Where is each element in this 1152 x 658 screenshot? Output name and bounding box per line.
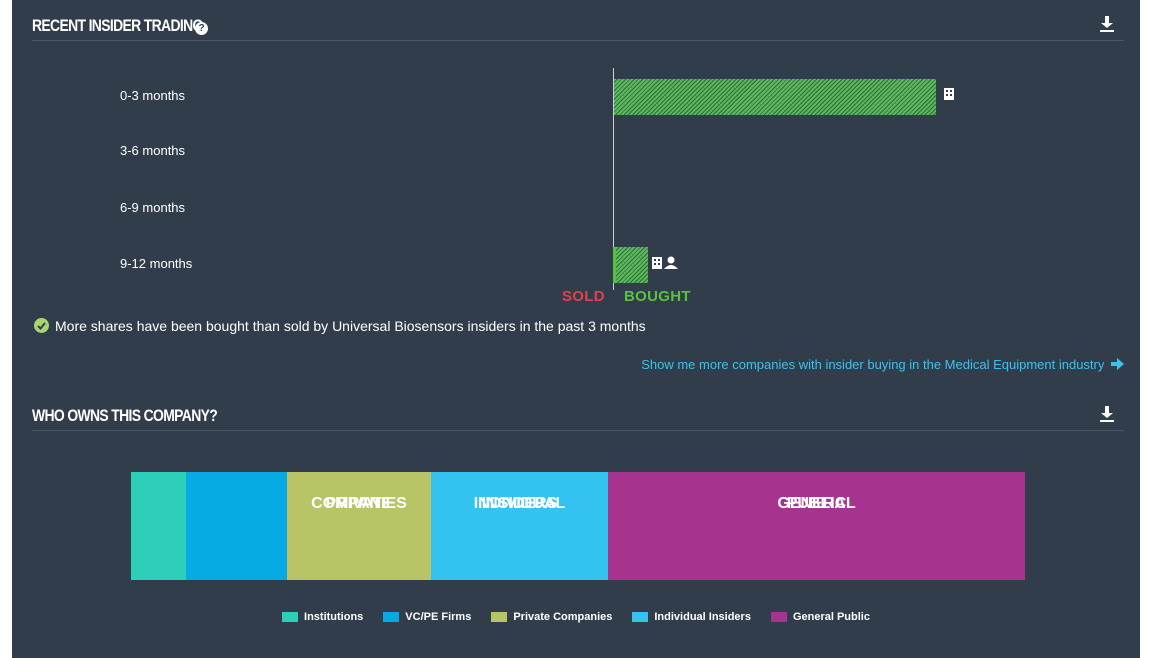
bought-label: BOUGHT: [624, 288, 691, 305]
insider-header: RECENT INSIDER TRADING ?: [32, 0, 1124, 41]
legend-item-private-companies[interactable]: Private Companies: [491, 611, 612, 623]
insider-summary: More shares have been bought than sold b…: [34, 318, 646, 334]
bought-bar-0-3[interactable]: [614, 79, 936, 115]
download-icon[interactable]: [1100, 16, 1114, 32]
legend-swatch: [491, 612, 508, 622]
insider-title: RECENT INSIDER TRADING: [32, 16, 203, 35]
legend-swatch: [632, 612, 649, 622]
segment-label: INSIDERS: [481, 495, 558, 512]
chart-axis: [613, 68, 614, 290]
link-text[interactable]: Show me more companies with insider buyi…: [641, 357, 1105, 372]
ownership-legend: Institutions VC/PE Firms Private Compani…: [12, 611, 1140, 623]
building-icon: [652, 257, 662, 269]
segment-label: COMPANIES: [311, 495, 407, 512]
legend-item-vc-pe[interactable]: VC/PE Firms: [383, 611, 471, 623]
row-label-3-6: 3-6 months: [120, 143, 186, 158]
segment-label: INDIVIDUAL: [473, 495, 566, 512]
insider-buying-link[interactable]: Show me more companies with insider buyi…: [641, 357, 1124, 372]
segment-label: PRIVATE: [325, 495, 393, 512]
legend-swatch: [770, 612, 787, 622]
legend-swatch: [383, 612, 400, 622]
bought-bar-9-12[interactable]: [616, 247, 648, 283]
help-icon[interactable]: ?: [195, 22, 208, 35]
panel: RECENT INSIDER TRADING ? 0-3 months 3-6 …: [12, 0, 1140, 658]
building-icon: [944, 88, 954, 100]
bar-edge-9-12: [613, 247, 616, 283]
download-icon[interactable]: [1100, 406, 1114, 422]
row-label-9-12: 9-12 months: [120, 256, 193, 271]
legend-item-general-public[interactable]: General Public: [770, 611, 870, 623]
row-label-6-9: 6-9 months: [120, 200, 186, 215]
check-circle-icon: [34, 318, 49, 333]
summary-text: More shares have been bought than sold b…: [55, 318, 646, 334]
sold-label: SOLD: [562, 288, 605, 305]
arrow-right-icon: [1111, 358, 1124, 370]
legend-swatch: [282, 612, 299, 622]
segment-vc-pe[interactable]: [186, 472, 287, 580]
segment-institutions[interactable]: [131, 472, 186, 580]
ownership-header: WHO OWNS THIS COMPANY?: [32, 390, 1124, 431]
legend-item-individual-insiders[interactable]: Individual Insiders: [632, 611, 751, 623]
legend-item-institutions[interactable]: Institutions: [282, 611, 363, 623]
ownership-title: WHO OWNS THIS COMPANY?: [32, 406, 218, 425]
row-label-0-3: 0-3 months: [120, 88, 186, 103]
segment-label: PUBLIC: [786, 495, 847, 512]
person-icon: [664, 256, 678, 269]
segment-label: GENERAL: [777, 495, 856, 512]
